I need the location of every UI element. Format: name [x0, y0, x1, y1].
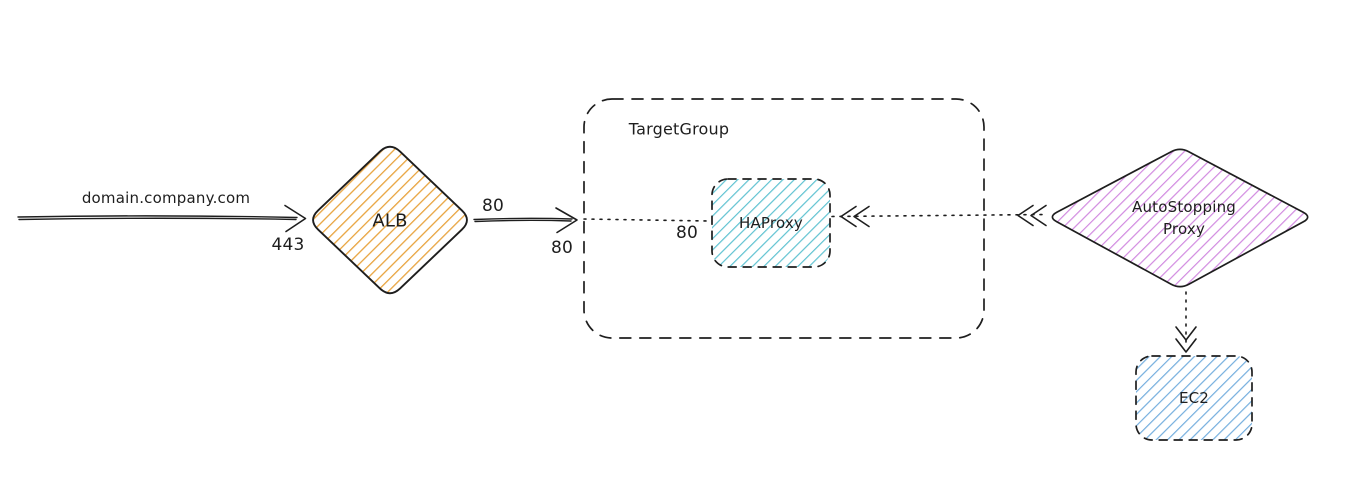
haproxy-node	[711, 178, 831, 268]
targetgroup-container	[583, 98, 985, 339]
port-443-label: 443	[271, 235, 305, 255]
alb-node	[312, 145, 468, 295]
ec2-label: EC2	[1178, 389, 1210, 407]
autostopping-node	[1051, 148, 1309, 288]
ec2-node	[1135, 355, 1253, 441]
autostopping-to-haproxy-arrow	[831, 204, 1047, 228]
targetgroup-label: TargetGroup	[628, 119, 730, 139]
inbound-arrow	[17, 204, 307, 233]
domain-label: domain.company.com	[81, 189, 251, 207]
targetgroup-to-haproxy-line	[583, 218, 711, 222]
port-80-top-label: 80	[481, 196, 505, 216]
port-80-haproxy-label: 80	[675, 223, 699, 243]
alb-label: ALB	[372, 210, 408, 232]
autostopping-proxy-label-line1: AutoStopping	[1131, 198, 1237, 216]
port-80-bottom-label: 80	[550, 238, 574, 258]
alb-to-targetgroup-arrow	[473, 207, 578, 234]
haproxy-label: HAProxy	[738, 214, 804, 232]
autostopping-proxy-label: AutoStopping Proxy	[1132, 196, 1236, 240]
autostopping-proxy-label-line2: Proxy	[1162, 220, 1206, 238]
autostopping-to-ec2-arrow	[1175, 291, 1197, 353]
